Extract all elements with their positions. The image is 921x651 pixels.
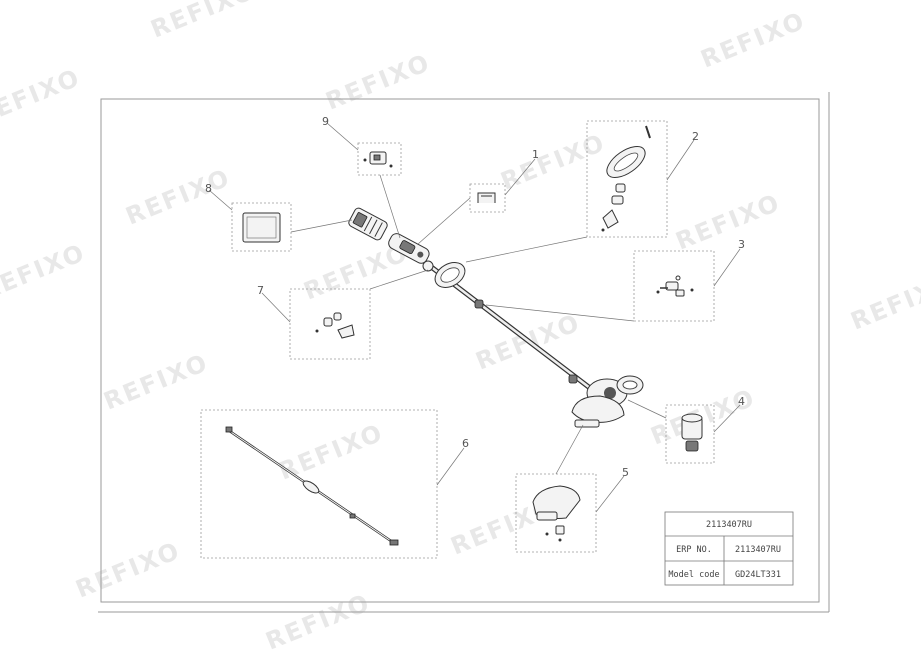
part-7-connector — [369, 269, 429, 290]
callout-1: 1 — [532, 148, 539, 161]
rear-handle — [388, 233, 430, 264]
title-block-header: 2113407RU — [706, 520, 752, 530]
watermark: REFIXO — [0, 63, 84, 130]
part-3-box — [633, 250, 715, 322]
part-1-leader — [504, 158, 536, 196]
part-5-connector — [555, 424, 584, 475]
watermark: REFIXO — [847, 268, 921, 335]
part-8-box — [231, 202, 292, 252]
drawing-frame — [100, 98, 820, 603]
part-3-clamp-kit — [656, 275, 694, 297]
title-block: 2113407RU ERP NO. 2113407RU Model code G… — [664, 511, 794, 586]
watermark: REFIXO — [100, 348, 213, 415]
part-9-leader — [326, 122, 359, 151]
part-7-box — [289, 288, 371, 360]
callout-7: 7 — [257, 284, 264, 297]
watermark: REFIXO — [672, 188, 785, 255]
shaft-coupler — [422, 260, 434, 272]
part-8-connector — [290, 219, 353, 233]
loop-handle — [434, 262, 466, 288]
part-6-cable — [225, 426, 399, 546]
callout-3: 3 — [738, 238, 745, 251]
trimmer-assembly — [348, 207, 644, 428]
part-5-guard-kit — [532, 485, 581, 542]
part-8-leader — [208, 189, 233, 211]
part-1-clip — [477, 192, 496, 203]
guard-edge — [574, 419, 600, 428]
callout-2: 2 — [692, 130, 699, 143]
title-block-erp-label: ERP NO. — [676, 545, 712, 555]
watermark: REFIXO — [122, 163, 235, 230]
watermark: REFIXO — [0, 238, 89, 305]
part-2-leader — [666, 139, 695, 181]
part-9-connector — [379, 174, 401, 239]
title-block-model-value: GD24LT331 — [735, 570, 781, 580]
shaft-clamp-lower — [568, 374, 578, 384]
callout-6: 6 — [462, 437, 469, 450]
title-block-erp-value: 2113407RU — [735, 545, 781, 555]
part-3-leader — [713, 248, 741, 287]
watermark: REFIXO — [322, 48, 435, 115]
watermark: REFIXO — [72, 536, 185, 603]
part-4-connector — [627, 399, 667, 419]
part-2-handle-kit — [601, 125, 651, 232]
watermark: REFIXO — [262, 588, 375, 651]
title-block-model-label: Model code — [668, 570, 719, 580]
part-6-box — [200, 409, 438, 559]
watermark: REFIXO — [697, 6, 810, 73]
part-2-box — [586, 120, 668, 238]
watermark: REFIXO — [275, 418, 388, 485]
part-2-connector — [465, 236, 588, 263]
watermark: REFIXO — [497, 128, 610, 195]
callout-9: 9 — [322, 115, 329, 128]
part-9-switch — [363, 151, 393, 168]
part-5-leader — [595, 475, 625, 513]
callout-8: 8 — [205, 182, 212, 195]
part-4-box — [665, 404, 715, 464]
watermark: REFIXO — [147, 0, 260, 44]
shaft-clamp — [474, 299, 484, 309]
part-6-leader — [436, 447, 465, 486]
part-3-connector — [485, 304, 635, 322]
callout-5: 5 — [622, 466, 629, 479]
main-shaft-inner — [429, 264, 591, 390]
part-7-leader — [261, 292, 291, 323]
part-8-charger — [242, 212, 281, 243]
battery-pack — [348, 207, 388, 241]
part-4-leader — [713, 404, 741, 433]
part-1-connector — [417, 197, 471, 245]
part-9-box — [357, 142, 402, 176]
part-7-fittings — [315, 312, 355, 339]
part-4-spool — [681, 413, 703, 452]
callout-4: 4 — [738, 395, 745, 408]
